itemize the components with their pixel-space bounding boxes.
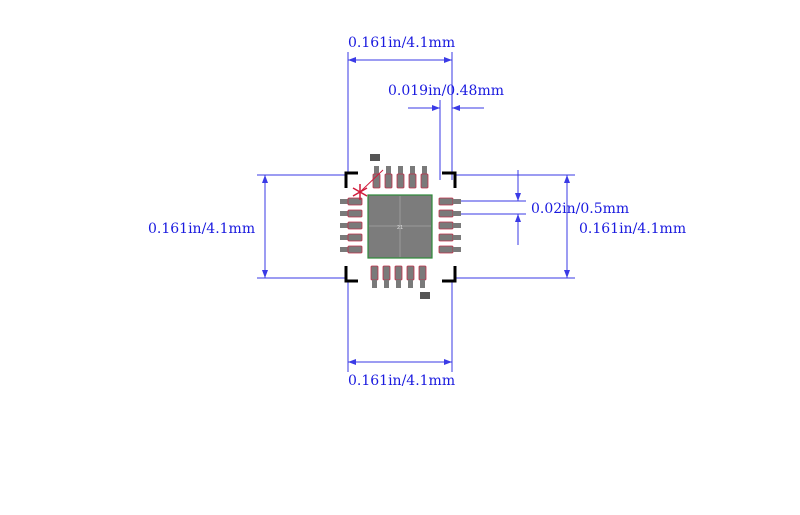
left-height-dimension: 0.161in/4.1mm xyxy=(148,174,346,279)
bottom-width-dimension: 0.161in/4.1mm xyxy=(347,282,455,389)
corner-bottom-right xyxy=(442,266,457,283)
left-height-label: 0.161in/4.1mm xyxy=(148,221,255,237)
pad xyxy=(438,197,454,206)
pitch-dimension: 0.02in/0.5mm xyxy=(445,170,629,245)
top-width-dimension: 0.161in/4.1mm xyxy=(347,35,455,172)
pad-width-dimension: 0.019in/0.48mm xyxy=(388,83,504,180)
corner-top-left xyxy=(344,171,358,188)
top-width-label: 0.161in/4.1mm xyxy=(348,35,455,51)
right-height-dimension: 0.161in/4.1mm xyxy=(455,174,686,279)
pad xyxy=(347,233,363,242)
orientation-mark-top xyxy=(370,154,380,161)
pad xyxy=(438,233,454,242)
right-height-label: 0.161in/4.1mm xyxy=(579,221,686,237)
pad xyxy=(347,197,363,206)
top-pads xyxy=(372,166,429,189)
pad xyxy=(438,221,454,230)
pad xyxy=(394,265,403,281)
pad xyxy=(418,265,427,281)
exposed-pad: 21 xyxy=(367,194,433,259)
right-pads xyxy=(438,197,461,254)
pad xyxy=(370,265,379,281)
pad xyxy=(420,173,429,189)
pad xyxy=(396,173,405,189)
pad xyxy=(347,209,363,218)
pitch-label: 0.02in/0.5mm xyxy=(531,201,629,217)
pin1-marker-icon xyxy=(352,169,384,200)
pad xyxy=(382,265,391,281)
pad xyxy=(384,173,393,189)
corner-top-right xyxy=(442,171,457,188)
pad xyxy=(408,173,417,189)
pad xyxy=(347,245,363,254)
pad xyxy=(438,245,454,254)
left-pads xyxy=(340,197,363,254)
corner-bottom-left xyxy=(344,266,358,283)
pad xyxy=(438,209,454,218)
center-pad-label: 21 xyxy=(397,225,403,231)
pad-width-label: 0.019in/0.48mm xyxy=(388,83,504,99)
pad xyxy=(347,221,363,230)
orientation-mark-bottom xyxy=(420,292,430,299)
pad xyxy=(406,265,415,281)
bottom-width-label: 0.161in/4.1mm xyxy=(348,373,455,389)
qfn-package: 21 xyxy=(340,154,461,299)
bottom-pads xyxy=(370,265,427,288)
